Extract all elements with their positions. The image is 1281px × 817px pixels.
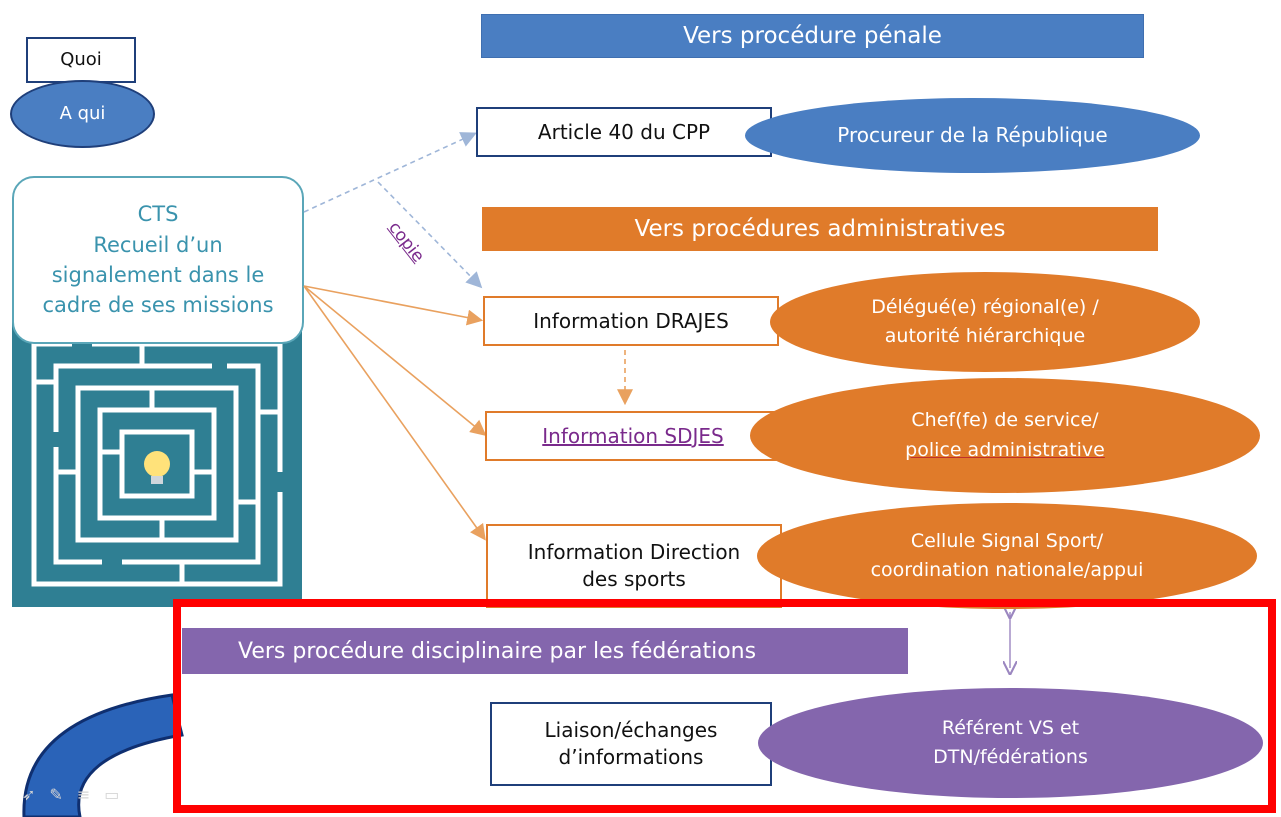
admin-recipient-drajes-line-2: autorité hiérarchique xyxy=(884,325,1086,347)
disciplinary-action-line-2: d’informations xyxy=(558,745,704,769)
source-line-2: signalement dans le xyxy=(51,263,265,287)
copy-label: copie xyxy=(384,218,429,267)
penal-action-box: Article 40 du CPP xyxy=(476,107,772,157)
maze-graphic xyxy=(31,340,284,587)
disciplinary-recipient-line-2: DTN/fédérations xyxy=(933,746,1088,768)
source-box: CTS Recueil d’un signalement dans le cad… xyxy=(12,176,304,344)
source-line-3: cadre de ses missions xyxy=(42,293,274,318)
source-title: CTS xyxy=(137,202,179,227)
admin-action-box-drajes: Information DRAJES xyxy=(483,296,779,346)
legend-to-whom-label: A qui xyxy=(59,103,106,125)
admin-recipient-ellipse-sdjes: Chef(fe) de service/ police administrati… xyxy=(750,378,1260,493)
admin-recipient-ellipse-direction: Cellule Signal Sport/ coordination natio… xyxy=(757,503,1257,609)
disciplinary-recipient-ellipse: Référent VS et DTN/fédérations xyxy=(758,688,1263,798)
admin-recipient-direction-line-1: Cellule Signal Sport/ xyxy=(910,529,1104,552)
penal-action-label: Article 40 du CPP xyxy=(537,119,711,144)
legend-what-label: Quoi xyxy=(60,48,102,70)
chat-icon: ▭ xyxy=(104,785,134,804)
penal-recipient-label: Procureur de la République xyxy=(837,123,1108,147)
admin-action-label-sdjes[interactable]: Information SDJES xyxy=(542,423,724,448)
admin-recipient-direction-line-2: coordination nationale/appui xyxy=(870,559,1144,581)
pointer-icon: ➶ xyxy=(22,785,50,804)
maze-image xyxy=(12,322,302,607)
disciplinary-banner: Vers procédure disciplinaire par les féd… xyxy=(182,628,908,674)
disciplinary-banner-label: Vers procédure disciplinaire par les féd… xyxy=(238,638,757,664)
admin-recipient-ellipse-drajes: Délégué(e) régional(e) / autorité hiérar… xyxy=(770,272,1200,372)
admin-banner: Vers procédures administratives xyxy=(482,207,1158,251)
admin-recipient-drajes-line-1: Délégué(e) régional(e) / xyxy=(871,295,1099,318)
admin-action-direction-line-2: des sports xyxy=(582,567,686,591)
legend-what-box: Quoi xyxy=(26,37,136,83)
admin-recipient-sdjes-line-2[interactable]: police administrative xyxy=(905,438,1105,461)
admin-recipient-sdjes-line-1: Chef(fe) de service/ xyxy=(911,409,1099,432)
admin-action-box-sdjes: Information SDJES xyxy=(485,411,781,461)
admin-action-label-drajes: Information DRAJES xyxy=(533,308,729,333)
toolbar-ghost-icons: ➶✎≡▭ xyxy=(22,785,133,804)
disciplinary-action-line-1: Liaison/échanges xyxy=(544,718,718,742)
source-line-1: Recueil d’un xyxy=(93,232,223,257)
menu-icon: ≡ xyxy=(76,785,105,804)
admin-action-box-direction: Information Direction des sports xyxy=(486,524,782,608)
blue-arc-shape xyxy=(22,693,184,817)
disciplinary-recipient-line-1: Référent VS et xyxy=(941,716,1080,739)
admin-action-direction-line-1: Information Direction xyxy=(527,540,741,564)
disciplinary-action-box: Liaison/échanges d’informations xyxy=(490,702,772,786)
pen-icon: ✎ xyxy=(49,785,77,804)
penal-recipient-ellipse: Procureur de la République xyxy=(745,98,1200,173)
lightbulb-icon xyxy=(144,451,170,477)
legend-to-whom-ellipse: A qui xyxy=(10,80,155,148)
penal-banner-label: Vers procédure pénale xyxy=(683,23,942,49)
admin-banner-label: Vers procédures administratives xyxy=(634,216,1006,242)
penal-banner: Vers procédure pénale xyxy=(481,14,1144,58)
